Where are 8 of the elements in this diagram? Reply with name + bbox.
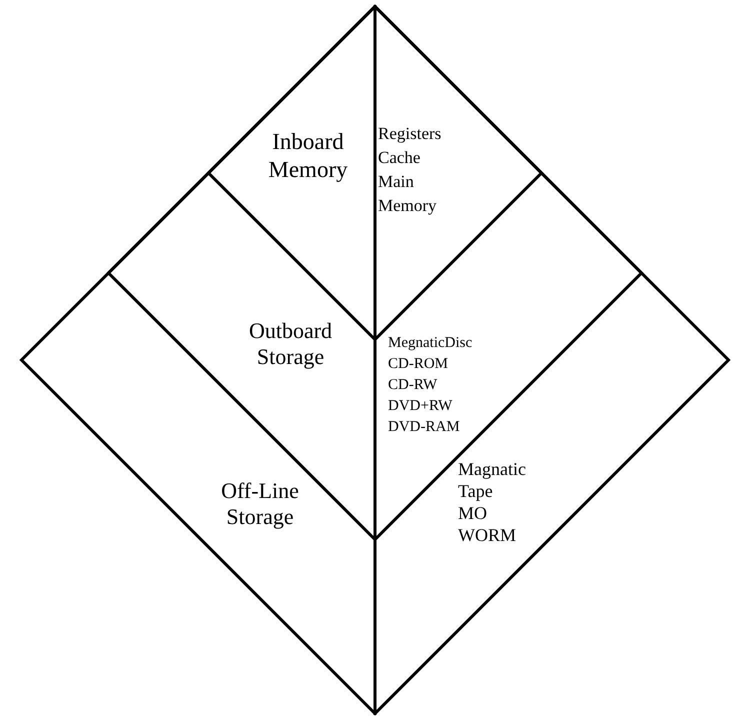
media-list: Registers Cache Main Memory	[378, 122, 468, 218]
tier-label: Outboard Storage	[248, 318, 334, 371]
tier-label: Inboard Memory	[267, 128, 349, 184]
diamond-band	[107, 5, 643, 541]
diamond-band	[20, 5, 730, 715]
media-list: Magnatic Tape MO WORM	[458, 458, 538, 546]
tier-label: Off-Line Storage	[220, 478, 300, 531]
media-list: MegnaticDisc CD-ROM CD-RW DVD+RW DVD-RAM	[388, 333, 483, 438]
